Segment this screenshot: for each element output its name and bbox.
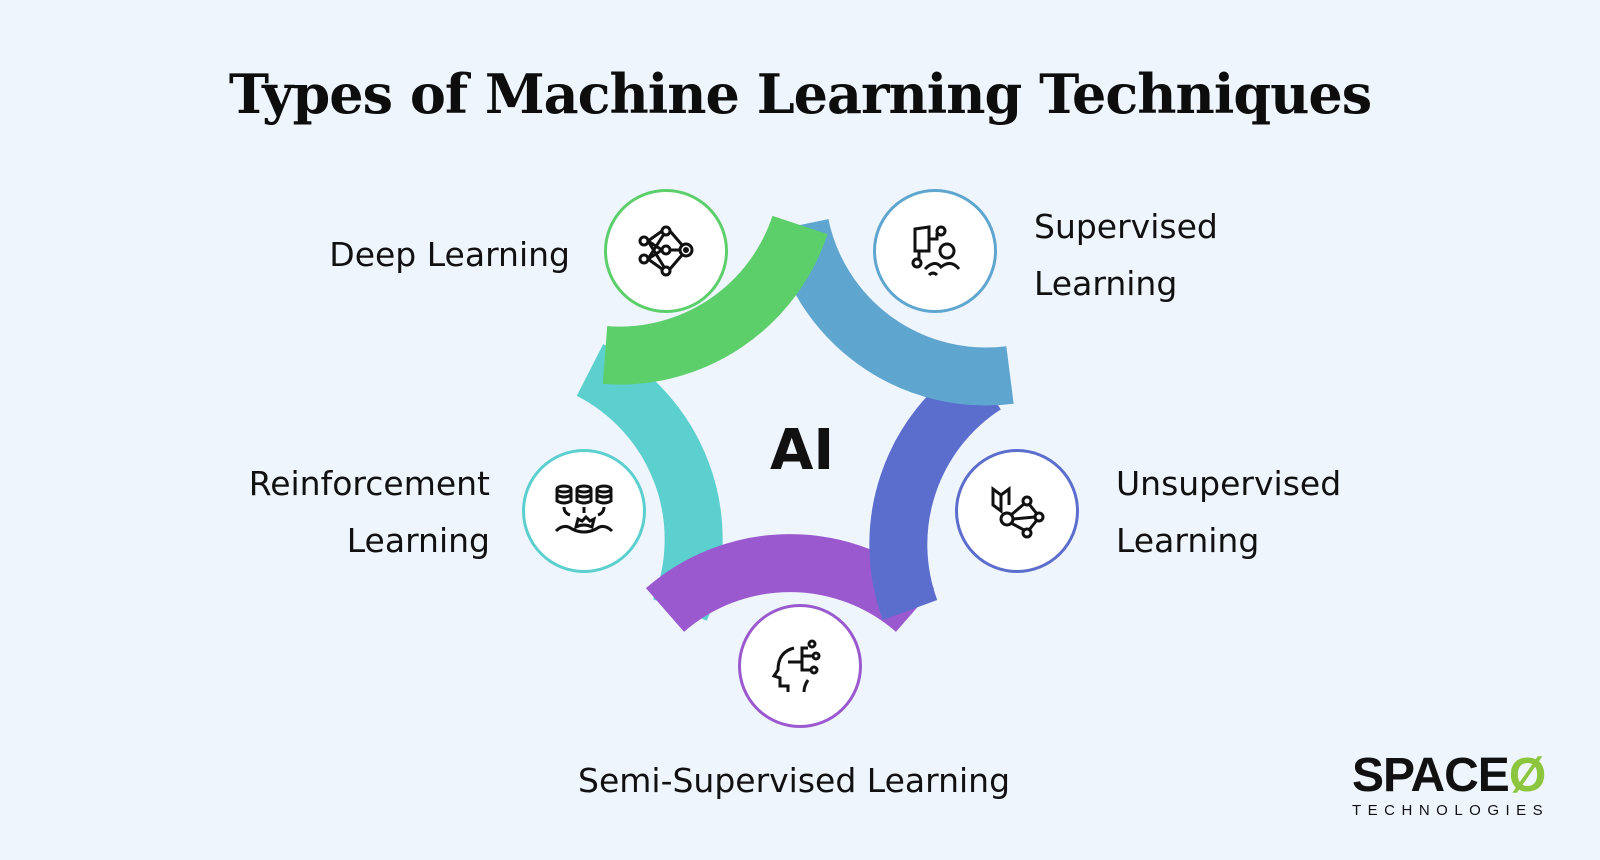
label-supervised-learning: Supervised Learning — [1034, 207, 1218, 303]
label-deep-learning: Deep Learning — [329, 235, 570, 274]
label-reinforcement-learning: Reinforcement Learning — [248, 464, 490, 560]
unsupervised-learning-node — [955, 449, 1079, 573]
semi-supervised-learning-node — [738, 604, 862, 728]
label-unsupervised-learning: Unsupervised Learning — [1116, 464, 1342, 560]
logo-subtitle: TECHNOLOGIES — [1352, 802, 1550, 819]
database-gear-icon — [554, 484, 614, 534]
logo-mark-icon: Ø — [1508, 749, 1546, 802]
deep-learning-node — [604, 189, 728, 313]
arc-unsupervised — [869, 360, 1002, 620]
neural-network-icon — [638, 225, 694, 277]
arc-deep-learning — [602, 215, 828, 385]
logo-wordmark: SPACE — [1352, 749, 1510, 802]
label-semi-supervised-learning: Semi-Supervised Learning — [578, 761, 1011, 800]
center-ai-label: AI — [770, 418, 835, 483]
head-circuit-icon — [771, 639, 821, 693]
space-o-logo: SPACEØ TECHNOLOGIES — [1352, 749, 1550, 820]
supervised-person-board-icon — [911, 225, 961, 277]
reinforcement-learning-node — [522, 449, 646, 573]
page-title: Types of Machine Learning Techniques — [228, 62, 1372, 126]
book-network-icon — [991, 486, 1045, 539]
supervised-learning-node — [873, 189, 997, 313]
